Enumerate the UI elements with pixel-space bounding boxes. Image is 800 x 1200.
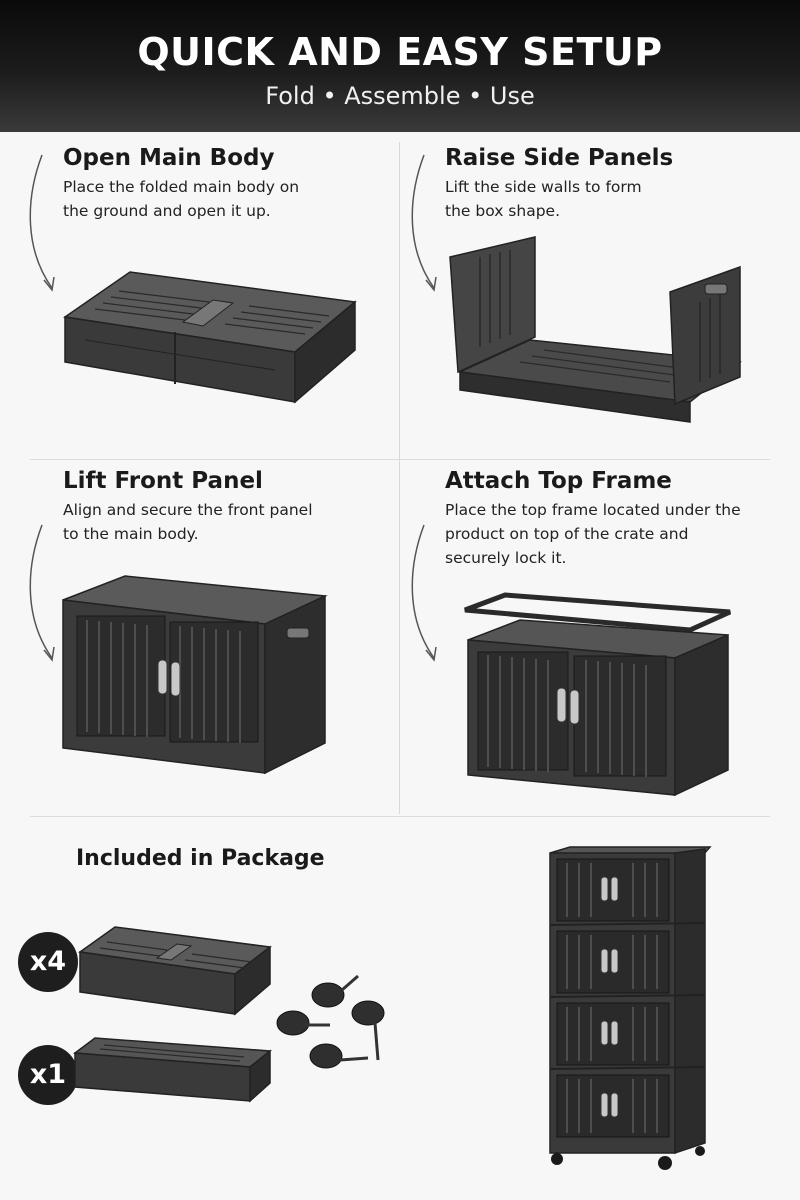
step-2-description: Lift the side walls to form the box shap… [445, 175, 642, 223]
page-subtitle: Fold • Assemble • Use [265, 82, 535, 110]
curved-arrow-icon [411, 524, 437, 662]
step-1-title: Open Main Body [63, 145, 275, 171]
step-4-line-3: securely lock it. [445, 549, 567, 567]
step-1-line-2: the ground and open it up. [63, 202, 271, 220]
step-1-description: Place the folded main body on the ground… [63, 175, 299, 223]
curved-arrow-icon [411, 154, 437, 292]
step-3-title: Lift Front Panel [63, 468, 263, 494]
horizontal-divider [30, 459, 770, 460]
step-1-line-1: Place the folded main body on [63, 178, 300, 196]
vertical-divider [399, 142, 400, 814]
quantity-badge: x4 [18, 932, 78, 992]
curved-arrow-icon [29, 524, 55, 662]
package-title: Included in Package [76, 846, 325, 871]
raised-side-panels-illustration [449, 236, 742, 423]
folded-crate-icon [78, 926, 272, 1016]
front-panel-illustration [62, 575, 328, 775]
header-banner: QUICK AND EASY SETUP Fold • Assemble • U… [0, 0, 800, 132]
step-4-line-1: Place the top frame located under the [445, 501, 741, 519]
step-2-line-2: the box shape. [445, 202, 561, 220]
quantity-badge: x1 [18, 1045, 78, 1105]
step-3-line-1: Align and secure the front panel [63, 501, 313, 519]
folded-main-body-illustration [63, 271, 357, 404]
page-title: QUICK AND EASY SETUP [137, 30, 663, 74]
curved-arrow-icon [29, 154, 55, 292]
step-2-line-1: Lift the side walls to form [445, 178, 642, 196]
caster-wheels-icon [276, 974, 385, 1069]
step-4-title: Attach Top Frame [445, 468, 672, 494]
top-frame-icon [72, 1037, 272, 1103]
step-4-line-2: product on top of the crate and [445, 525, 689, 543]
step-4-description: Place the top frame located under the pr… [445, 498, 741, 570]
step-2-title: Raise Side Panels [445, 145, 674, 171]
step-3-description: Align and secure the front panel to the … [63, 498, 313, 546]
section-divider [30, 816, 770, 817]
stacked-cabinet-icon [549, 846, 712, 1170]
top-frame-illustration [464, 592, 732, 797]
step-3-line-2: to the main body. [63, 525, 199, 543]
